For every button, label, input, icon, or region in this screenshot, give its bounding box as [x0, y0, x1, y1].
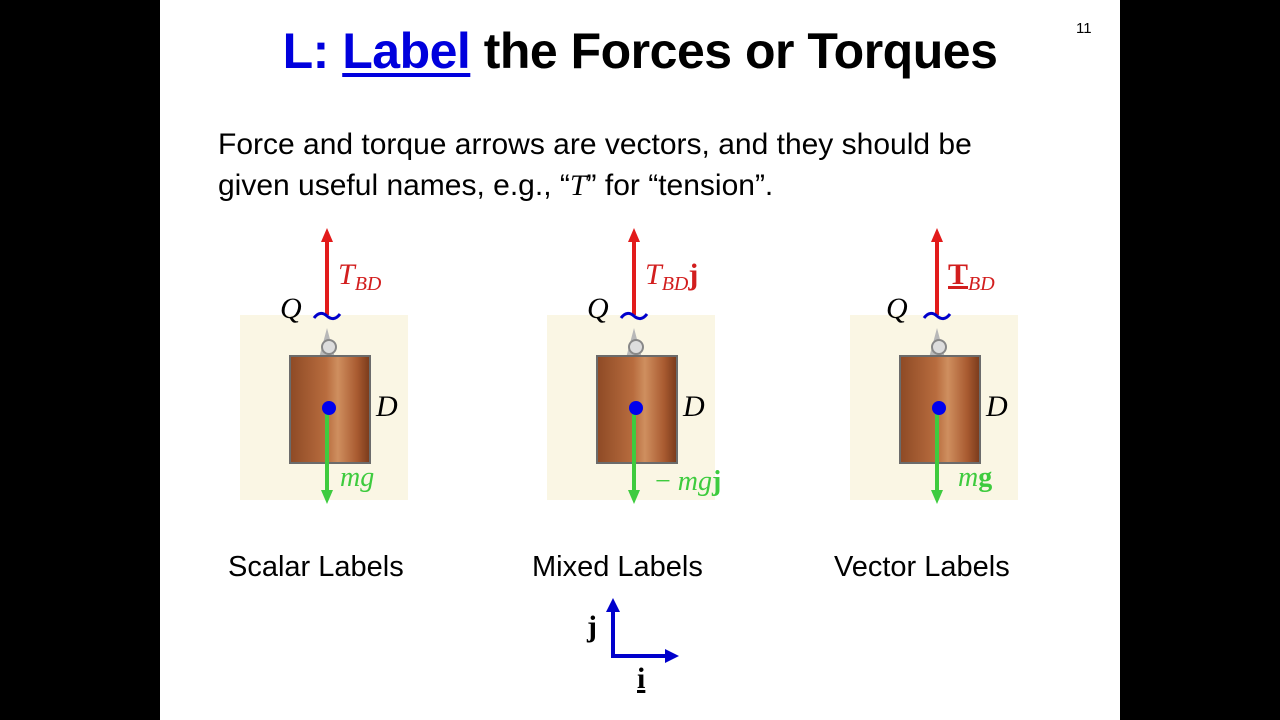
tension-arrowhead-icon — [628, 228, 640, 242]
body-label: D — [683, 390, 705, 423]
point-label: Q — [587, 292, 609, 325]
body-paragraph: Force and torque arrows are vectors, and… — [218, 124, 1098, 206]
weight-label: mg — [340, 462, 375, 493]
body-line-1: Force and torque arrows are vectors, and… — [218, 128, 972, 161]
tension-arrowhead-icon — [931, 228, 943, 242]
center-of-mass-dot — [629, 401, 643, 415]
mass-block — [289, 355, 371, 464]
hanger-ring — [628, 339, 644, 355]
force-arrows — [922, 228, 952, 504]
point-label: Q — [886, 292, 908, 325]
body-label: D — [986, 390, 1008, 423]
force-arrows — [619, 228, 649, 504]
y-axis-label: j — [587, 610, 597, 643]
body-line-2: given useful names, e.g., “T” for “tensi… — [218, 169, 774, 202]
force-arrows — [312, 228, 342, 504]
figure-mixed: TBDj Q D − mgj — [537, 220, 737, 510]
tension-symbol: T — [569, 169, 587, 202]
axes-arrows-icon — [606, 598, 679, 663]
weight-arrowhead-icon — [628, 490, 640, 504]
cut-mark-icon — [922, 311, 952, 321]
weight-arrowhead-icon — [321, 490, 333, 504]
coordinate-axes: j i — [575, 590, 705, 700]
tension-label: TBD — [948, 258, 995, 295]
hanger-ring — [321, 339, 337, 355]
x-axis-label: i — [637, 662, 646, 695]
caption-mixed: Mixed Labels — [532, 551, 703, 583]
tension-label: TBD — [338, 258, 382, 295]
slide-title: L: Label the Forces or Torques — [160, 22, 1120, 80]
point-label: Q — [280, 292, 302, 325]
caption-vector: Vector Labels — [834, 551, 1010, 583]
slide: 11 L: Label the Forces or Torques Force … — [160, 0, 1120, 720]
title-rest: the Forces or Torques — [470, 23, 998, 79]
tension-arrowhead-icon — [321, 228, 333, 242]
weight-arrowhead-icon — [931, 490, 943, 504]
title-prefix: L: — [282, 23, 343, 79]
tension-label: TBDj — [645, 258, 699, 295]
caption-scalar: Scalar Labels — [228, 551, 404, 583]
weight-label: − mgj — [655, 466, 722, 497]
cut-mark-icon — [619, 311, 649, 321]
cut-mark-icon — [312, 311, 342, 321]
hanger-ring — [931, 339, 947, 355]
center-of-mass-dot — [932, 401, 946, 415]
weight-label: mg — [958, 462, 993, 493]
center-of-mass-dot — [322, 401, 336, 415]
page-number: 11 — [1076, 20, 1092, 37]
body-label: D — [376, 390, 398, 423]
title-keyword: Label — [342, 23, 471, 79]
figure-scalar: TBD Q D mg — [230, 220, 430, 510]
figure-vector: TBD Q D mg — [840, 220, 1040, 510]
